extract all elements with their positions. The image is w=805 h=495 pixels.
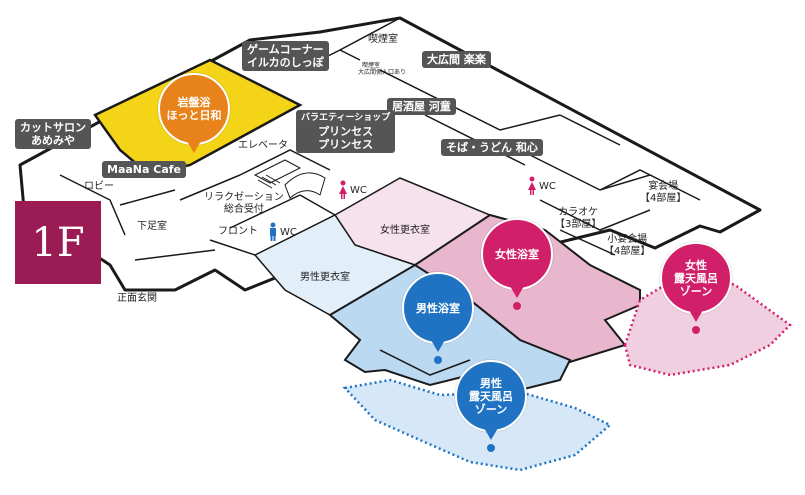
pin-mens-bath-line1: 男性浴室	[416, 301, 460, 315]
banquet-name: 宴会場	[648, 181, 679, 192]
wc-marker-women-1[interactable]: WC	[338, 180, 367, 200]
princess-name-1: プリンセス	[318, 125, 374, 138]
pin-womens-outdoor-line2: 露天風呂	[674, 271, 718, 285]
pin-womens-outdoor-line3: ゾーン	[679, 284, 713, 298]
pin-mens-outdoor-line3: ゾーン	[474, 402, 508, 416]
pin-dot	[692, 326, 700, 334]
banquet-rooms: 【4部屋】	[640, 193, 687, 204]
elevator-label: エレベータ	[238, 140, 288, 151]
kitsuen-small-name: 喫煙室	[361, 62, 380, 69]
partition-lines	[59, 17, 701, 376]
relaxation-reception-label: リラクゼーション 総合受付	[204, 192, 284, 216]
female-icon	[528, 176, 536, 195]
label-variety-shop[interactable]: バラエティーショップ プリンセス プリンセス	[296, 110, 396, 153]
label-izakaya[interactable]: 居酒屋 河童	[387, 98, 456, 115]
female-icon	[339, 180, 347, 199]
pin-mens-bath[interactable]: 男性浴室	[402, 272, 474, 364]
wc-label: WC	[539, 180, 556, 192]
game-corner-name: ゲームコーナー	[247, 43, 324, 56]
entrance-label: 正面玄関	[117, 293, 157, 304]
pin-ganbanyoku[interactable]: 岩盤浴 ほっと日和	[158, 73, 230, 153]
karaoke-label: カラオケ 【3部屋】	[555, 207, 601, 231]
banquet-label: 宴会場 【4部屋】	[640, 181, 686, 205]
pin-womens-bath-line1: 女性浴室	[495, 247, 539, 261]
kitsuen-small-label: 喫煙室 大広間側入口あり	[358, 62, 407, 76]
label-cut-salon[interactable]: カットサロン あめみや	[15, 119, 91, 149]
karaoke-name: カラオケ	[558, 207, 599, 218]
pin-womens-bath[interactable]: 女性浴室	[481, 218, 553, 310]
label-maana-cafe[interactable]: MaaNa Cafe	[102, 161, 186, 178]
pin-mens-outdoor-line1: 男性	[480, 376, 502, 390]
pin-womens-outdoor[interactable]: 女性 露天風呂 ゾーン	[660, 242, 732, 334]
pin-womens-outdoor-line1: 女性	[685, 258, 707, 272]
pin-mens-outdoor-text: 男性 露天風呂 ゾーン	[469, 377, 513, 416]
pin-womens-outdoor-text: 女性 露天風呂 ゾーン	[674, 259, 718, 298]
wc-marker-women-2[interactable]: WC	[527, 176, 556, 196]
wc-label: WC	[350, 184, 367, 196]
shitaashi-label: 下足室	[137, 221, 167, 232]
escalator-icon	[253, 159, 326, 199]
label-game-corner[interactable]: ゲームコーナー イルカのしっぽ	[242, 41, 329, 71]
pin-mens-outdoor[interactable]: 男性 露天風呂 ゾーン	[455, 360, 527, 452]
pin-ganbanyoku-line2: ほっと日和	[166, 109, 222, 122]
small-banquet-rooms: 【4部屋】	[604, 246, 651, 257]
wc-marker-men[interactable]: WC	[268, 222, 297, 242]
pin-ganbanyoku-line1: 岩盤浴	[177, 96, 211, 109]
kitsuen-small-note: 大広間側入口あり	[358, 69, 407, 76]
relaxation-label: リラクゼーション	[204, 192, 284, 203]
karaoke-rooms: 【3部屋】	[555, 219, 602, 230]
pin-dot	[513, 302, 521, 310]
pin-dot	[487, 444, 495, 452]
male-icon	[270, 222, 276, 241]
iruka-name: イルカのしっぽ	[247, 56, 324, 69]
reception-label: 総合受付	[223, 204, 264, 215]
floor-badge: 1F	[15, 201, 101, 284]
label-soba[interactable]: そば・うどん 和心	[441, 139, 543, 156]
cut-salon-name-2: あめみや	[31, 134, 75, 147]
pin-dot	[434, 356, 442, 364]
womens-locker-label: 女性更衣室	[380, 225, 430, 236]
front-label: フロント	[218, 226, 258, 237]
princess-name-2: プリンセス	[318, 138, 374, 151]
pin-mens-outdoor-line2: 露天風呂	[469, 389, 513, 403]
cut-salon-name: カットサロン	[20, 121, 86, 134]
variety-shop-name: バラエティーショップ	[301, 113, 391, 123]
lobby-label: ロビー	[84, 181, 114, 192]
pin-ganbanyoku-text: 岩盤浴 ほっと日和	[167, 96, 222, 122]
kitsuen-room-label: 喫煙室	[368, 34, 398, 45]
wc-label: WC	[280, 226, 297, 238]
mens-locker-label: 男性更衣室	[300, 272, 350, 283]
small-banquet-name: 小宴会場	[607, 234, 648, 245]
small-banquet-label: 小宴会場 【4部屋】	[604, 234, 650, 258]
label-daihiroma[interactable]: 大広間 楽楽	[422, 51, 491, 68]
